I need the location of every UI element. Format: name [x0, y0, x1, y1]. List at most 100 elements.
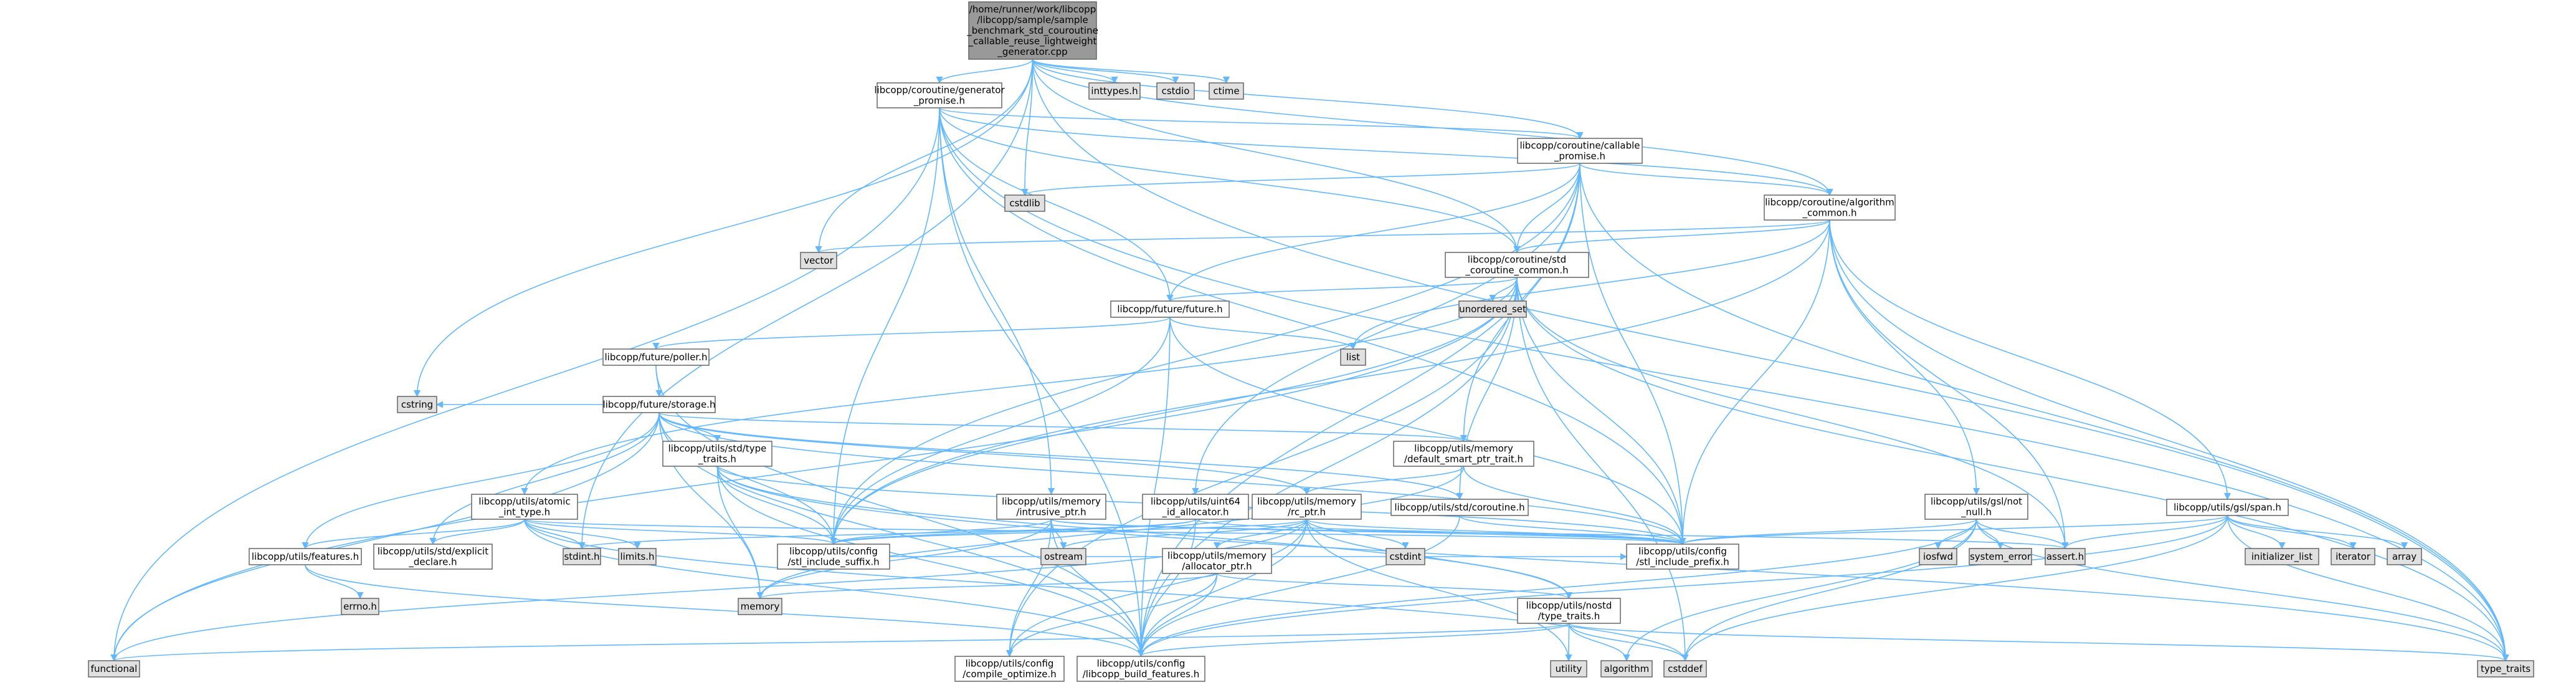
node-cstdio: cstdio — [1156, 82, 1195, 100]
node-label-root-line-3: _benchmark_std_couroutine — [966, 25, 1098, 37]
node-intrusive-ptr[interactable]: libcopp/utils/memory/intrusive_ptr.h — [996, 494, 1106, 520]
edge-type-traits-std-to-memory — [716, 466, 764, 600]
node-box-storage — [602, 396, 716, 413]
node-label-root-line-2: /libcopp/sample/sample — [977, 14, 1088, 26]
edge-uint64-id-to-build-features — [1137, 519, 1196, 658]
node-box-list — [1340, 348, 1366, 366]
node-rc-ptr[interactable]: libcopp/utils/memory/rc_ptr.h — [1252, 494, 1362, 520]
edge-algo-common-to-include-prefix — [1679, 219, 1830, 545]
edge-gen-promise-to-intrusive-ptr — [939, 107, 1055, 496]
edge-atomic-int-to-limits — [524, 519, 641, 550]
edge-gsl-not-null-to-include-prefix — [1679, 519, 1977, 545]
edge-algo-common-to-gsl-span — [1829, 219, 2231, 501]
node-compile-optimize[interactable]: libcopp/utils/config/compile_optimize.h — [954, 656, 1065, 682]
node-include-suffix[interactable]: libcopp/utils/config/stl_include_suffix.… — [777, 544, 890, 570]
node-std-coroutine[interactable]: libcopp/utils/std/coroutine.h — [1390, 499, 1529, 516]
node-default-smart[interactable]: libcopp/utils/memory/default_smart_ptr_t… — [1393, 441, 1534, 467]
node-list: list — [1340, 348, 1366, 366]
node-label-nostd-type-traits-line-1: libcopp/utils/nostd — [1526, 600, 1612, 611]
node-box-assert — [2045, 548, 2086, 565]
node-box-intrusive-ptr — [996, 494, 1106, 520]
edge-algo-common-to-include-suffix — [830, 219, 1830, 545]
node-box-include-prefix — [1626, 544, 1739, 570]
node-label-initializer-list-line-1: initializer_list — [2251, 551, 2312, 563]
node-storage[interactable]: libcopp/future/storage.h — [602, 396, 716, 413]
node-initializer-list: initializer_list — [2245, 548, 2319, 565]
node-allocator-ptr[interactable]: libcopp/utils/memory/allocator_ptr.h — [1162, 548, 1272, 574]
node-label-build-features-line-2: /libcopp_build_features.h — [1083, 668, 1200, 680]
node-box-root — [968, 1, 1097, 60]
edge-rc-ptr-to-nostd-type-traits — [1306, 519, 1573, 600]
node-label-limits-line-1: limits.h — [620, 551, 654, 562]
edge-gen-promise-to-functional — [110, 107, 940, 662]
node-build-features[interactable]: libcopp/utils/config/libcopp_build_featu… — [1077, 656, 1205, 682]
node-atomic-int[interactable]: libcopp/utils/atomic_int_type.h — [471, 494, 578, 520]
node-label-type-traits-std-line-1: libcopp/utils/std/type — [668, 443, 767, 454]
edge-callable-promise-to-algo-common — [1579, 163, 1833, 196]
node-box-type-traits — [2477, 660, 2534, 678]
node-label-include-prefix-line-1: libcopp/utils/config — [1638, 545, 1727, 557]
edge-root-to-cstdlib — [1021, 59, 1034, 196]
node-box-explicit-declare — [373, 544, 493, 570]
edge-rc-ptr-to-allocator-ptr — [1213, 519, 1308, 550]
node-std-coro-common[interactable]: libcopp/coroutine/std_coroutine_common.h — [1445, 252, 1589, 278]
node-box-cstdlib — [1004, 194, 1045, 212]
edge-root-to-std-coro-common — [1032, 59, 1521, 254]
node-explicit-declare[interactable]: libcopp/utils/std/explicit_declare.h — [373, 544, 493, 570]
node-label-atomic-int-line-1: libcopp/utils/atomic — [478, 496, 570, 507]
node-callable-promise[interactable]: libcopp/coroutine/callable_promise.h — [1517, 138, 1643, 164]
node-poller[interactable]: libcopp/future/poller.h — [602, 348, 710, 366]
node-type-traits-std[interactable]: libcopp/utils/std/type_traits.h — [662, 441, 772, 467]
node-box-cstring — [397, 396, 437, 413]
node-box-cstddef — [1663, 660, 1707, 678]
edge-root-to-cstdio — [1032, 59, 1179, 84]
graph-nodes: /home/runner/work/libcopp/libcopp/sample… — [88, 1, 2534, 682]
edge-rc-ptr-to-utility — [1306, 519, 1572, 662]
edge-nostd-type-traits-to-type-traits — [1568, 623, 2509, 662]
node-label-functional-line-1: functional — [91, 663, 138, 674]
node-label-gsl-not-null-line-1: libcopp/utils/gsl/not — [1931, 496, 2022, 507]
edge-type-traits-std-to-include-suffix — [716, 466, 837, 545]
edge-atomic-int-to-features — [302, 519, 525, 550]
node-nostd-type-traits[interactable]: libcopp/utils/nostd/type_traits.h — [1517, 598, 1621, 624]
edge-storage-to-features — [302, 412, 660, 550]
node-box-iterator — [2331, 548, 2375, 565]
node-box-std-coroutine — [1390, 499, 1529, 516]
node-label-errno-line-1: errno.h — [343, 601, 377, 612]
node-label-assert-line-1: assert.h — [2046, 551, 2084, 562]
node-gen-promise[interactable]: libcopp/coroutine/generator_promise.h — [874, 82, 1005, 108]
edge-std-coro-common-to-assert — [1516, 277, 2069, 550]
node-root[interactable]: /home/runner/work/libcopp/libcopp/sample… — [966, 1, 1098, 60]
node-box-system-error — [1969, 548, 2032, 565]
node-gsl-not-null[interactable]: libcopp/utils/gsl/not_null.h — [1924, 494, 2028, 520]
node-label-rc-ptr-line-2: /rc_ptr.h — [1288, 506, 1326, 518]
node-algo-common[interactable]: libcopp/coroutine/algorithm_common.h — [1764, 194, 1896, 221]
node-include-prefix[interactable]: libcopp/utils/config/stl_include_prefix.… — [1626, 544, 1739, 570]
edge-gsl-span-to-initializer-list — [2227, 515, 2286, 550]
node-box-compile-optimize — [954, 656, 1065, 682]
edge-algo-common-to-type-traits — [1829, 219, 2509, 662]
edge-rc-ptr-to-cstdint — [1306, 519, 1409, 550]
edge-root-to-type-traits — [1032, 59, 2509, 662]
node-label-poller-line-1: libcopp/future/poller.h — [605, 352, 708, 363]
edge-gsl-not-null-to-build-features — [1138, 519, 1977, 658]
edge-algo-common-to-std-coro-common — [1513, 219, 1830, 254]
node-label-callable-promise-line-1: libcopp/coroutine/callable — [1519, 140, 1640, 151]
edge-gsl-span-to-cstddef — [1681, 515, 2228, 662]
node-box-callable-promise — [1517, 138, 1643, 164]
edge-std-coroutine-to-build-features — [1137, 515, 1460, 658]
edge-future-to-poller — [652, 317, 1171, 350]
node-uint64-id[interactable]: libcopp/utils/uint64_id_allocator.h — [1142, 494, 1249, 520]
edge-root-to-stdint — [578, 59, 1034, 550]
node-label-compile-optimize-line-2: /compile_optimize.h — [962, 668, 1057, 680]
node-gsl-span[interactable]: libcopp/utils/gsl/span.h — [2166, 499, 2289, 516]
node-box-stdint — [563, 548, 601, 565]
node-box-gen-promise — [877, 82, 1002, 108]
edge-storage-to-functional — [110, 412, 660, 662]
edge-std-coro-common-to-cstddef — [1516, 277, 1689, 662]
node-label-std-coro-common-line-1: libcopp/coroutine/std — [1468, 254, 1566, 265]
node-features[interactable]: libcopp/utils/features.h — [249, 548, 362, 565]
node-label-type-traits-std-line-2: _traits.h — [698, 453, 736, 465]
node-future[interactable]: libcopp/future/future.h — [1110, 300, 1230, 318]
node-errno: errno.h — [341, 598, 379, 615]
